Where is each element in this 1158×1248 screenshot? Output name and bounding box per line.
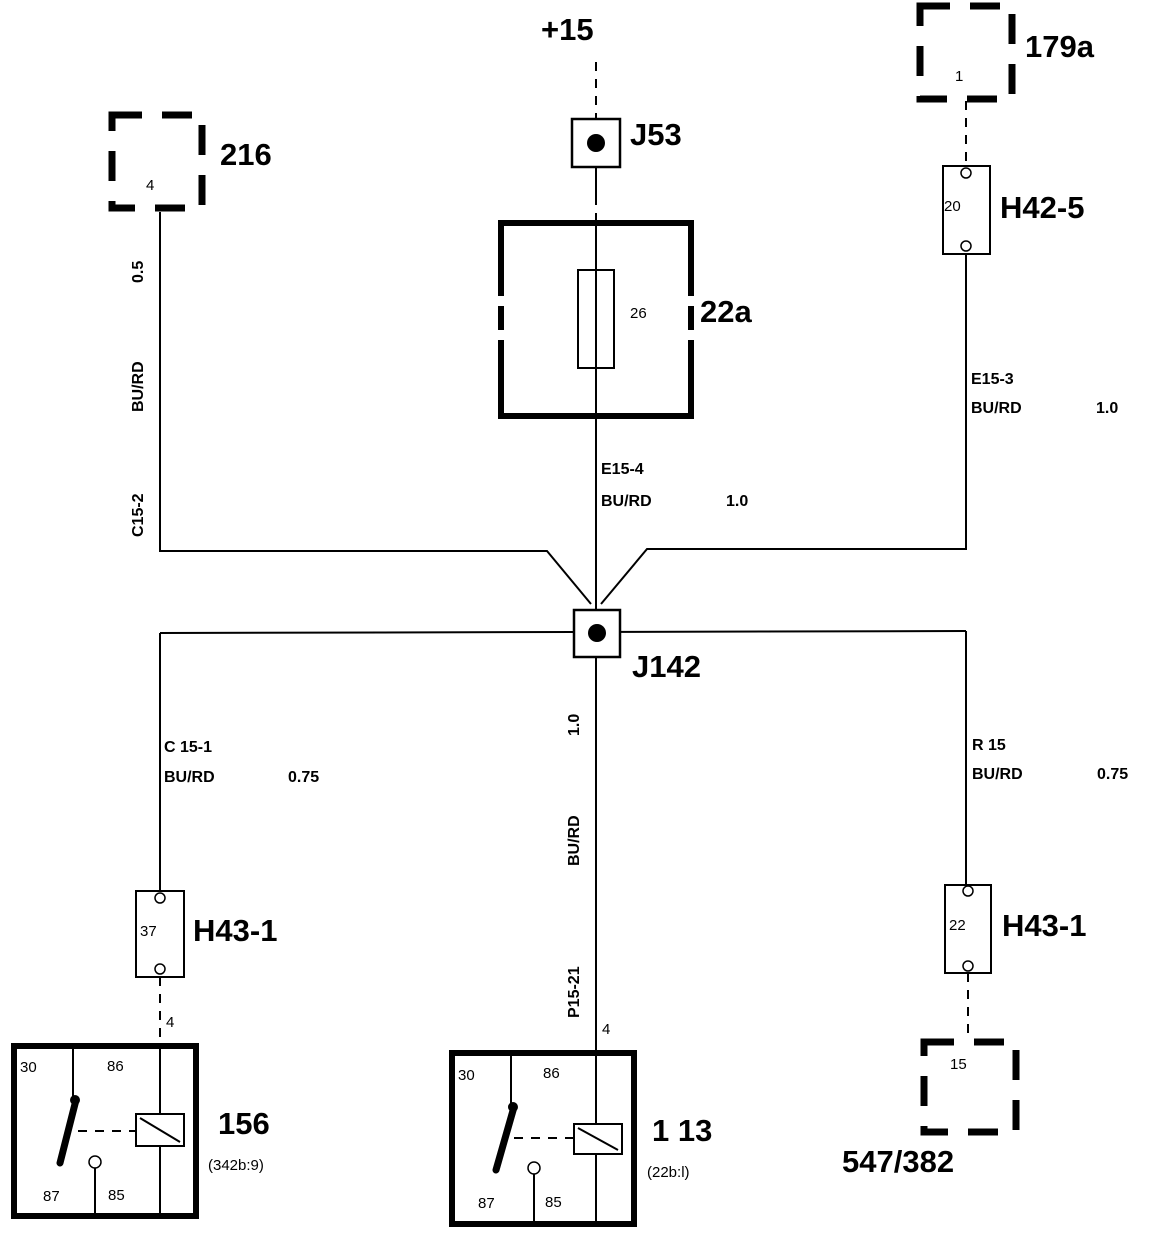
relay-113-ref: (22b:l)	[647, 1164, 690, 1181]
connector-h42-5-pin: 20	[944, 198, 961, 215]
connector-h43-1-left-pin: 37	[140, 923, 157, 940]
component-216-label: 216	[220, 137, 272, 172]
relay-156-feed-pin: 4	[166, 1014, 174, 1031]
connector-h43-1-right-label: H43-1	[1002, 908, 1086, 943]
connector-h43-1-left-label: H43-1	[193, 913, 277, 948]
splice-j53-label: J53	[630, 117, 682, 152]
wire-p15-21-size: 1.0	[566, 714, 583, 736]
relay-156-pin-87: 87	[43, 1188, 60, 1205]
wire-e15-3-size: 1.0	[1096, 400, 1118, 417]
relay-156-pin-30: 30	[20, 1059, 37, 1076]
wire-p15-21-id: P15-21	[566, 966, 583, 1018]
connector-h42-5	[942, 165, 991, 255]
wire-r15-id: R 15	[972, 737, 1006, 754]
wire-c15-2-id: C15-2	[130, 493, 147, 537]
wire-c15-2-color: BU/RD	[130, 361, 147, 412]
relay-156-pin-85: 85	[108, 1187, 125, 1204]
wire-c15-2-size: 0.5	[130, 261, 147, 283]
wire-e15-4-color: BU/RD	[601, 493, 652, 510]
wire-r15-size: 0.75	[1097, 766, 1128, 783]
relay-156-label: 156	[218, 1106, 270, 1141]
supply-label: +15	[541, 12, 594, 47]
wire-e15-3-id: E15-3	[971, 371, 1014, 388]
relay-113-label: 1 13	[652, 1113, 712, 1148]
splice-j142-label: J142	[632, 649, 701, 684]
splice-bus	[159, 630, 967, 634]
fuse-box-label: 22a	[700, 294, 752, 329]
relay-156-ref: (342b:9)	[208, 1157, 264, 1174]
relay-156	[11, 1043, 199, 1219]
component-216	[108, 111, 206, 212]
relay-113-pin-86: 86	[543, 1065, 560, 1082]
component-179a	[916, 2, 1016, 103]
wire-c15-2	[159, 212, 592, 605]
component-179a-label: 179a	[1025, 29, 1095, 64]
component-179a-pin: 1	[955, 68, 963, 85]
wire-c15-1-id: C 15-1	[164, 739, 212, 756]
splice-j142	[572, 608, 622, 659]
wire-r15-color: BU/RD	[972, 766, 1023, 783]
wire-c15-1-color: BU/RD	[164, 769, 215, 786]
relay-113-feed-pin: 4	[602, 1021, 610, 1038]
component-547-382-pin: 15	[950, 1056, 967, 1073]
connector-h43-1-right-pin: 22	[949, 917, 966, 934]
relay-113-pin-87: 87	[478, 1195, 495, 1212]
wire-e15-3-color: BU/RD	[971, 400, 1022, 417]
wire-p15-21-color: BU/RD	[566, 815, 583, 866]
component-216-pin: 4	[146, 177, 154, 194]
wire-c15-1-size: 0.75	[288, 769, 319, 786]
relay-113	[449, 1050, 637, 1227]
fuse-number: 26	[630, 305, 647, 322]
wire-e15-4-id: E15-4	[601, 461, 644, 478]
connector-h43-1-left	[135, 890, 185, 978]
relay-113-pin-85: 85	[545, 1194, 562, 1211]
relay-156-pin-86: 86	[107, 1058, 124, 1075]
component-547-382	[920, 1038, 1020, 1136]
connector-h42-5-label: H42-5	[1000, 190, 1084, 225]
connector-h43-1-right	[944, 884, 992, 974]
wire-e15-4-size: 1.0	[726, 493, 748, 510]
component-547-382-label: 547/382	[842, 1144, 954, 1179]
relay-113-pin-30: 30	[458, 1067, 475, 1084]
wire-e15-3	[600, 254, 967, 605]
splice-j53	[570, 117, 622, 169]
